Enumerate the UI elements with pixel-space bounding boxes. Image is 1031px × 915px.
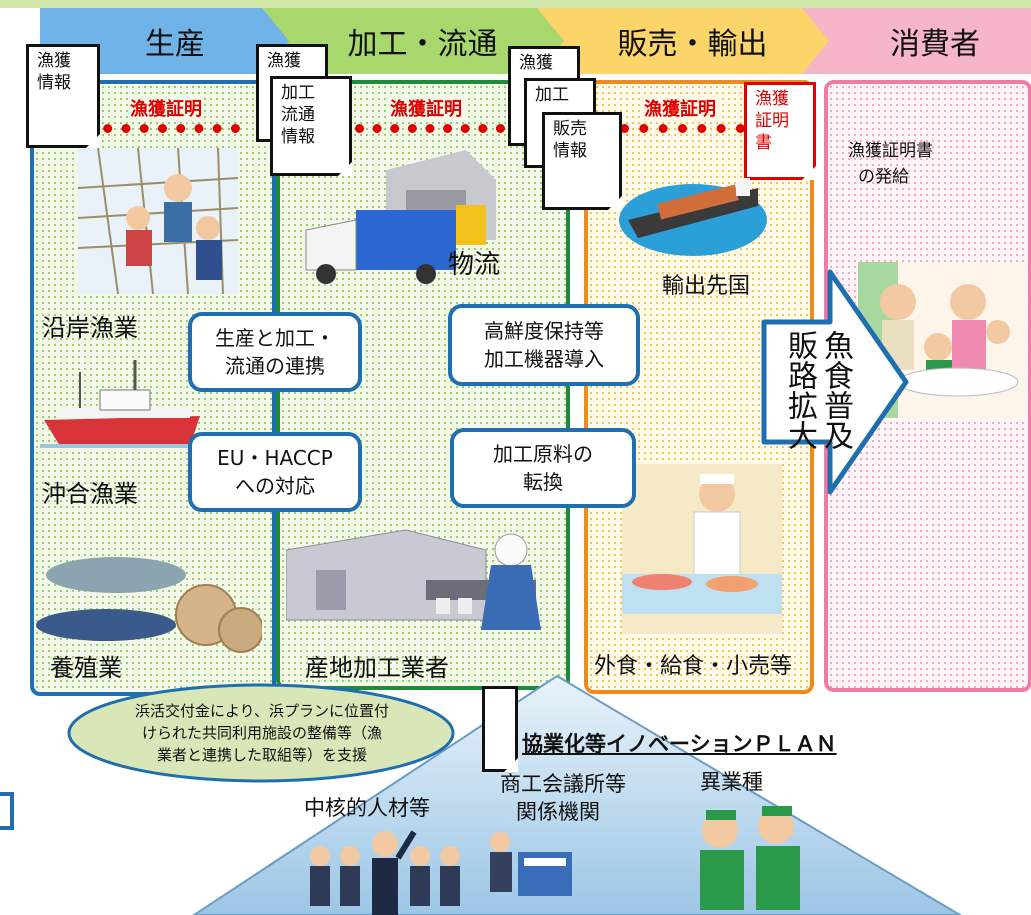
catch-info-line-2: 情報	[37, 73, 71, 93]
sales-info-note: 販売 情報	[542, 112, 622, 210]
material-line-1: 加工原料の	[493, 442, 593, 466]
freshness-line-1: 高鮮度保持等	[484, 319, 604, 343]
logistics-label: 物流	[448, 250, 501, 280]
top-strip	[0, 0, 1031, 8]
coastal-fishing-illustration	[78, 148, 238, 294]
plan-title: 協業化等イノベーションＰＬＡＮ	[522, 732, 837, 756]
stage-sales-label: 販売・輸出	[617, 27, 768, 62]
catch-certificate-note: 漁獲 証明 書	[744, 82, 816, 180]
subsidy-line-3: 業者と連携した取組等）を支援	[156, 746, 367, 764]
processing-info-line-3: 情報	[281, 127, 315, 147]
logistics-illustration	[305, 150, 496, 284]
consumer-cert-line-1: 漁獲証明書	[848, 141, 933, 161]
aquaculture-label: 養殖業	[50, 654, 122, 682]
processing-note-back-text: 加工	[535, 85, 569, 105]
freshness-box: 高鮮度保持等 加工機器導入	[448, 304, 640, 386]
catch-note-back-2-text: 漁獲	[519, 53, 553, 73]
haccp-line-2: への対応	[234, 474, 315, 498]
collaboration-line-2: 流通の連携	[225, 354, 325, 378]
haccp-line-1: EU・HACCP	[217, 446, 333, 470]
plan-document-icon	[482, 686, 518, 772]
market-expansion-text: 販路拡大	[782, 330, 817, 450]
retail-label: 外食・給食・小売等	[594, 654, 793, 679]
other-industry-label: 異業種	[700, 770, 763, 794]
left-edge-bracket	[0, 792, 14, 830]
haccp-box: EU・HACCP への対応	[188, 432, 362, 512]
collaboration-box: 生産と加工・ 流通の連携	[188, 312, 362, 392]
fish-promotion-text: 魚食普及	[818, 330, 853, 450]
processing-info-line-2: 流通	[281, 105, 315, 125]
certificate-line-2: 証明	[755, 111, 789, 131]
export-ship-illustration	[619, 178, 767, 256]
collaboration-line-1: 生産と加工・	[215, 326, 335, 350]
processing-plant-label: 産地加工業者	[305, 654, 449, 682]
subsidy-line-2: けられた共同利用施設の整備等（漁	[141, 724, 382, 742]
export-country-label: 輸出先国	[662, 274, 751, 299]
stage-production-label: 生産	[145, 27, 205, 62]
other-industry-illustration	[700, 806, 800, 910]
chamber-illustration	[490, 832, 572, 896]
stage-consumer-label: 消費者	[890, 27, 980, 62]
chamber-label-2: 関係機関	[516, 800, 600, 824]
processing-info-line-1: 加工	[281, 83, 315, 103]
cert-line-3	[620, 124, 745, 133]
material-box: 加工原料の 転換	[450, 428, 636, 508]
processing-plant-illustration	[286, 529, 541, 630]
subsidy-line-1: 浜活交付金により、浜プランに位置付	[134, 702, 390, 720]
coastal-fishing-label: 沿岸漁業	[42, 314, 138, 342]
aquaculture-illustration	[36, 557, 262, 653]
stage-arrow-production	[40, 8, 292, 74]
retail-illustration	[622, 464, 782, 634]
cert-line-2	[355, 124, 505, 133]
certificate-line-3: 書	[755, 133, 772, 153]
stage-processing-label: 加工・流通	[347, 27, 498, 62]
core-talent-label: 中核的人材等	[304, 796, 430, 820]
subsidy-callout-text: 浜活交付金により、浜プランに位置付 けられた共同利用施設の整備等（漁 業者と連携…	[84, 700, 440, 766]
freshness-line-2: 加工機器導入	[484, 347, 604, 371]
offshore-fishing-label: 沖合漁業	[42, 480, 138, 508]
consumer-cert-line-2: の発給	[858, 167, 909, 187]
stage-header-arrows	[40, 8, 1031, 74]
stage-arrow-processing	[262, 8, 567, 74]
cert-label-2: 漁獲証明	[388, 95, 464, 121]
subsidy-callout-bubble	[67, 683, 455, 783]
stage-arrow-sales	[537, 8, 832, 74]
material-line-2: 転換	[523, 470, 563, 494]
sales-info-line-1: 販売	[553, 119, 587, 139]
offshore-fishing-illustration	[40, 360, 210, 448]
processing-info-note: 加工 流通 情報	[270, 76, 352, 176]
sales-info-line-2: 情報	[553, 141, 587, 161]
cert-line-1	[85, 124, 240, 133]
catch-info-line-1: 漁獲	[37, 51, 71, 71]
cert-label-1: 漁獲証明	[128, 95, 204, 121]
sales-expansion-arrow	[761, 269, 909, 495]
cert-label-3: 漁獲証明	[642, 95, 718, 121]
chamber-label-1: 商工会議所等	[500, 772, 626, 796]
certificate-line-1: 漁獲	[755, 89, 789, 109]
stage-arrow-consumer	[802, 8, 1031, 74]
catch-note-back-1-text: 漁獲	[267, 51, 301, 71]
business-people-illustration	[310, 830, 460, 915]
catch-info-note: 漁獲 情報	[26, 44, 100, 148]
